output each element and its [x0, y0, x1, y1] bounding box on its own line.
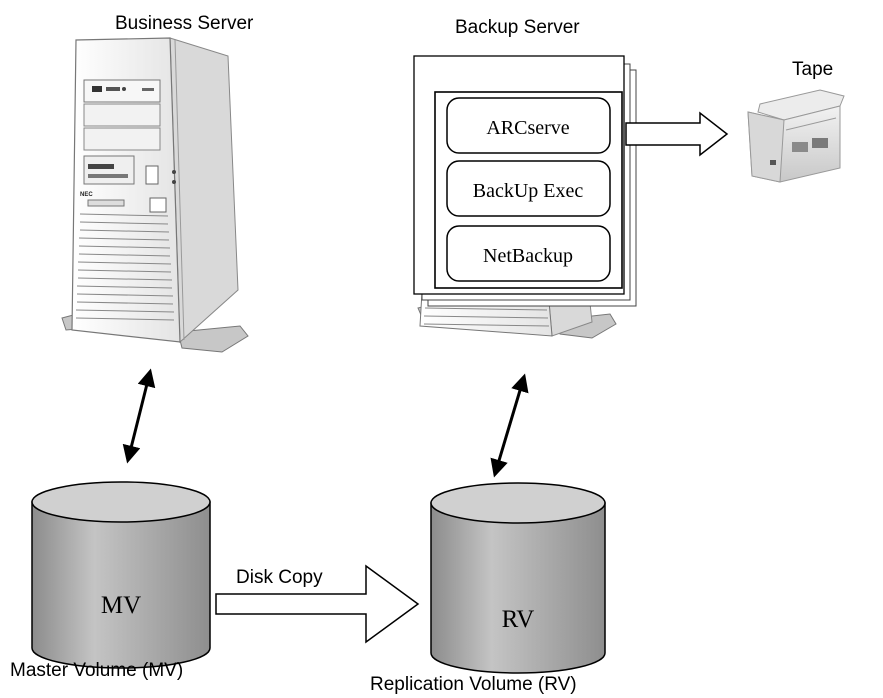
software-label-netbackup: NetBackup [483, 245, 573, 267]
software-box-netbackup [446, 225, 611, 282]
drive-bay-2 [83, 103, 161, 127]
backup-software-list: ARCserve BackUp Exec NetBackup [446, 97, 611, 282]
floppy-bay [83, 155, 135, 185]
server-side-panel [169, 37, 239, 344]
disk-copy-label: Disk Copy [236, 567, 323, 588]
mv-disk-label: MV [101, 592, 141, 619]
software-label-arcserve: ARCserve [486, 117, 569, 139]
drive-bay-3 [83, 127, 161, 151]
master-volume-label: Master Volume (MV) [10, 660, 183, 681]
replication-volume-disk: RV [430, 482, 606, 674]
master-volume-disk: MV [31, 481, 211, 669]
server-foot-right [177, 325, 249, 353]
software-box-backup-exec [446, 160, 611, 217]
business-server: NEC [61, 37, 249, 353]
backup-server-label: Backup Server [455, 17, 580, 38]
business-server-label: Business Server [115, 13, 254, 34]
replication-volume-label: Replication Volume (RV) [370, 674, 577, 695]
nec-logo: NEC [80, 192, 93, 198]
tape-label: Tape [792, 59, 833, 80]
drive-bay-1 [83, 79, 161, 103]
tape-side [747, 111, 785, 183]
software-box-arcserve [446, 97, 611, 154]
rv-disk-label: RV [502, 606, 535, 633]
software-label-backup-exec: BackUp Exec [473, 180, 584, 202]
business-to-mv-link [122, 368, 156, 464]
tape-drive [747, 89, 845, 183]
server-grille [75, 213, 175, 321]
backup-to-rv-link [490, 373, 529, 478]
to-tape-arrow [625, 111, 729, 157]
disk-copy-arrow [215, 564, 420, 644]
